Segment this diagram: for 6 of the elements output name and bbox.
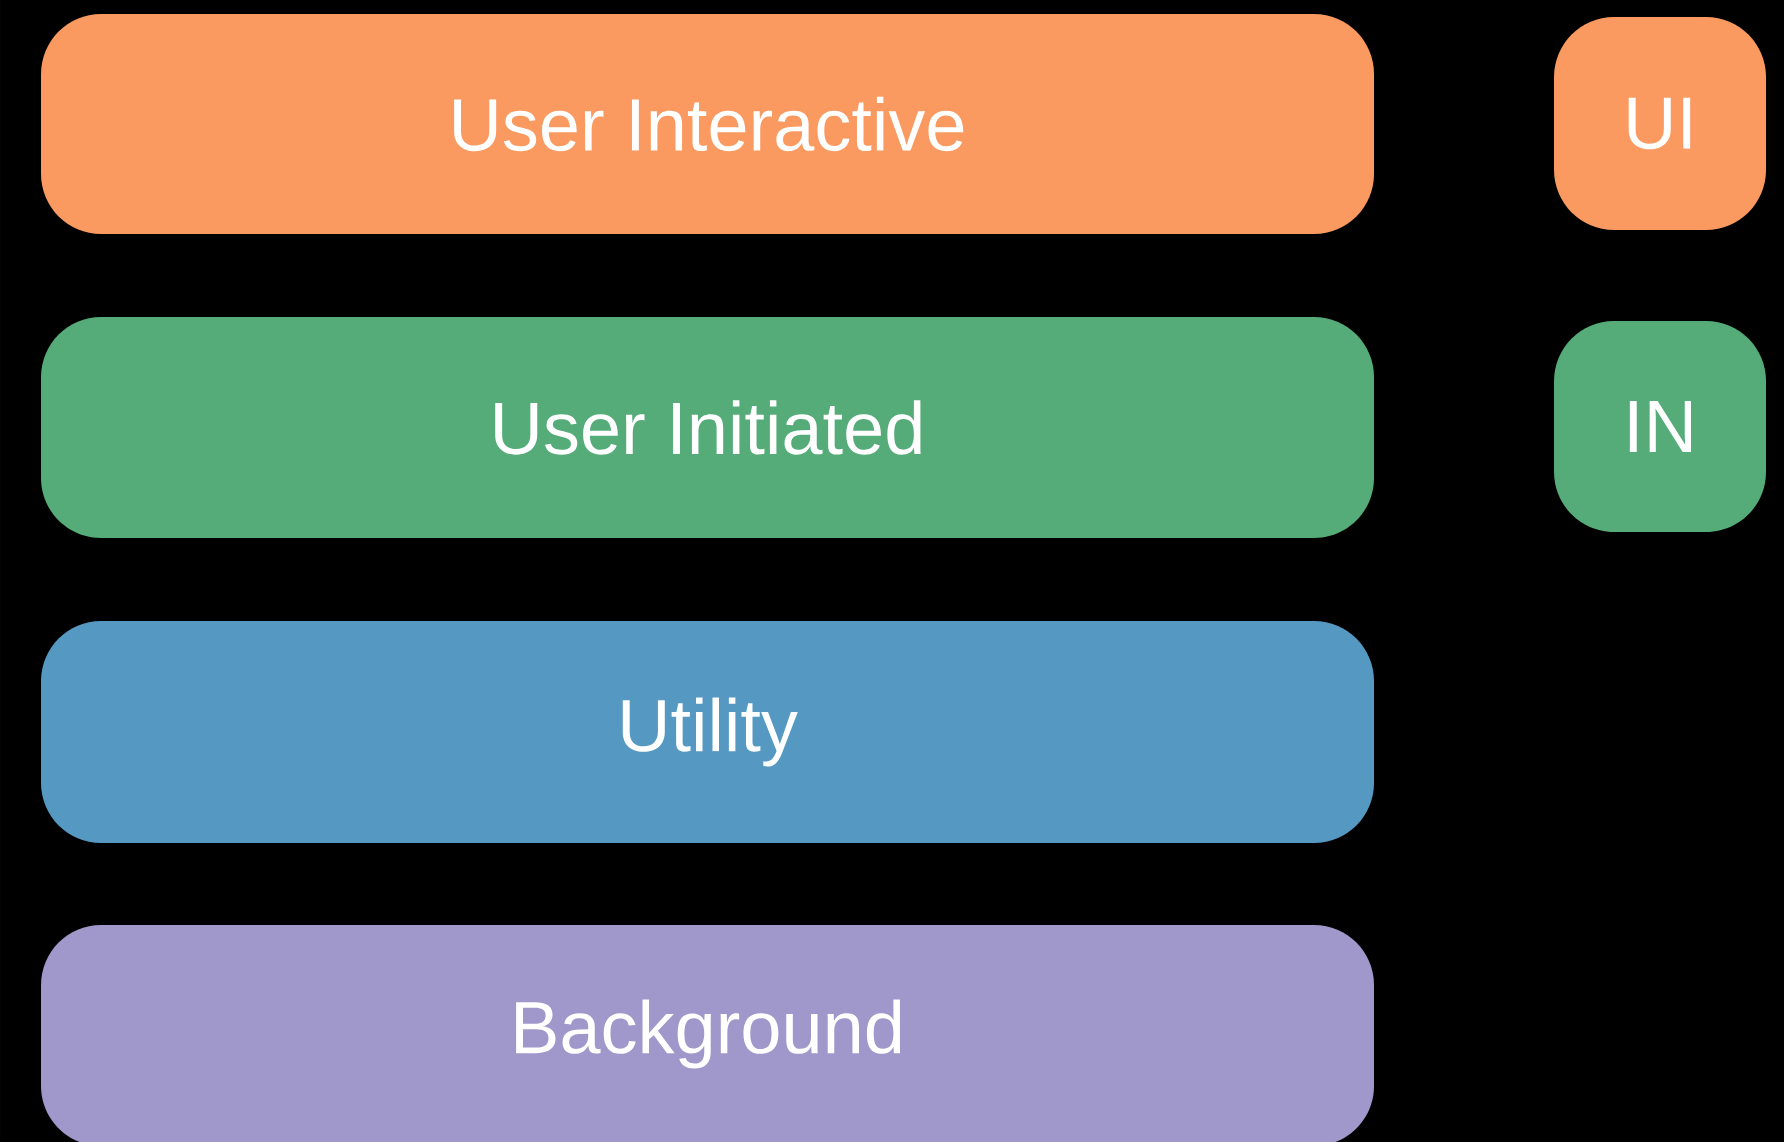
category-box: Utility bbox=[41, 621, 1374, 843]
category-box: Background bbox=[41, 925, 1374, 1142]
category-box: IN bbox=[1554, 321, 1766, 532]
category-box: UI bbox=[1554, 17, 1766, 230]
category-box: User Initiated bbox=[41, 317, 1374, 538]
category-box: User Interactive bbox=[41, 14, 1374, 234]
